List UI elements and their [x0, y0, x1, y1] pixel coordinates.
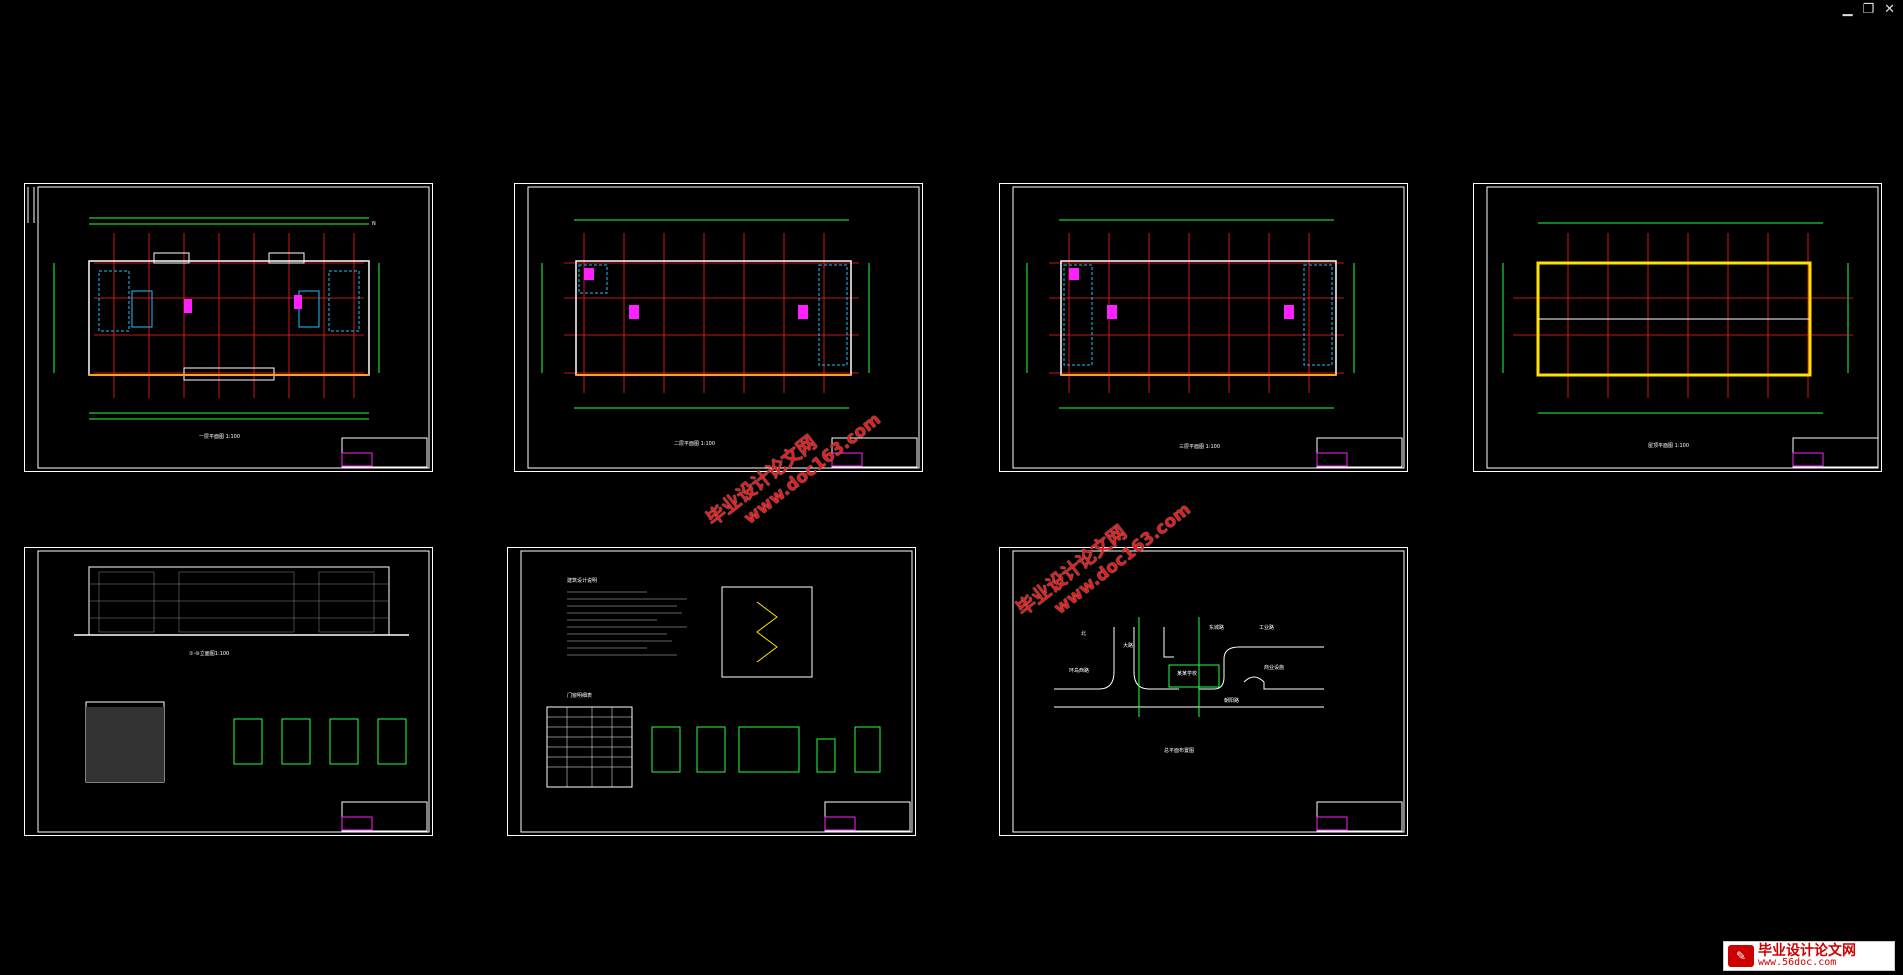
sheet-caption: 屋顶平面图 1:100 [1648, 443, 1689, 449]
sheet-caption: 二层平面图 1:100 [674, 441, 715, 447]
logo-icon: ✎ [1728, 945, 1754, 967]
sheet-caption: 一层平面图 1:100 [199, 434, 240, 440]
map-label-road1: 环岛西路 [1069, 667, 1089, 674]
logo-url: www.56doc.com [1758, 957, 1837, 968]
drawing-sheet-floor3[interactable]: 三层平面图 1:100 [999, 183, 1409, 473]
map-label-school: 某某学校 [1177, 670, 1197, 677]
map-label-road3: 东城路 [1209, 624, 1224, 631]
map-label-commerce: 商业设施 [1264, 664, 1284, 671]
drawing-sheet-elevations[interactable]: ①-⑩立面图1:100 [24, 547, 434, 837]
map-label-road4: 工业路 [1259, 624, 1274, 631]
logo-title: 毕业设计论文网 [1758, 943, 1856, 959]
drawing-sheet-floor2[interactable]: 二层平面图 1:100 [514, 183, 924, 473]
sheet-caption: 总平面布置图 [1164, 747, 1194, 754]
sheet-caption: 三层平面图 1:100 [1179, 444, 1220, 450]
close-button[interactable]: ✕ [1884, 2, 1895, 17]
table-title: 门窗明细表 [567, 692, 592, 699]
window-controls: ▁ ❐ ✕ [1842, 2, 1895, 17]
drawing-sheet-siteplan[interactable]: 北 环岛西路 大路 东城路 工业路 某某学校 朝阳路 商业设施 总平面布置图 [999, 547, 1409, 837]
restore-button[interactable]: ❐ [1862, 2, 1875, 17]
map-label-road5: 朝阳路 [1224, 697, 1239, 704]
sheet-caption: ①-⑩立面图1:100 [189, 650, 229, 657]
drawing-sheet-notes[interactable]: 建筑设计说明 门窗明细表 [507, 547, 917, 837]
notes-title: 建筑设计说明 [567, 577, 597, 584]
site-logo: ✎ 毕业设计论文网 www.56doc.com [1723, 941, 1895, 971]
map-label-road2: 大路 [1123, 642, 1133, 649]
minimize-button[interactable]: ▁ [1842, 2, 1853, 17]
drawing-sheet-floor1[interactable]: N 一层平面图 1:100 [24, 183, 434, 473]
map-label-north: 北 [1081, 630, 1086, 637]
drawing-sheet-roof[interactable]: 屋顶平面图 1:100 [1473, 183, 1883, 473]
svg-text:N: N [372, 221, 376, 227]
